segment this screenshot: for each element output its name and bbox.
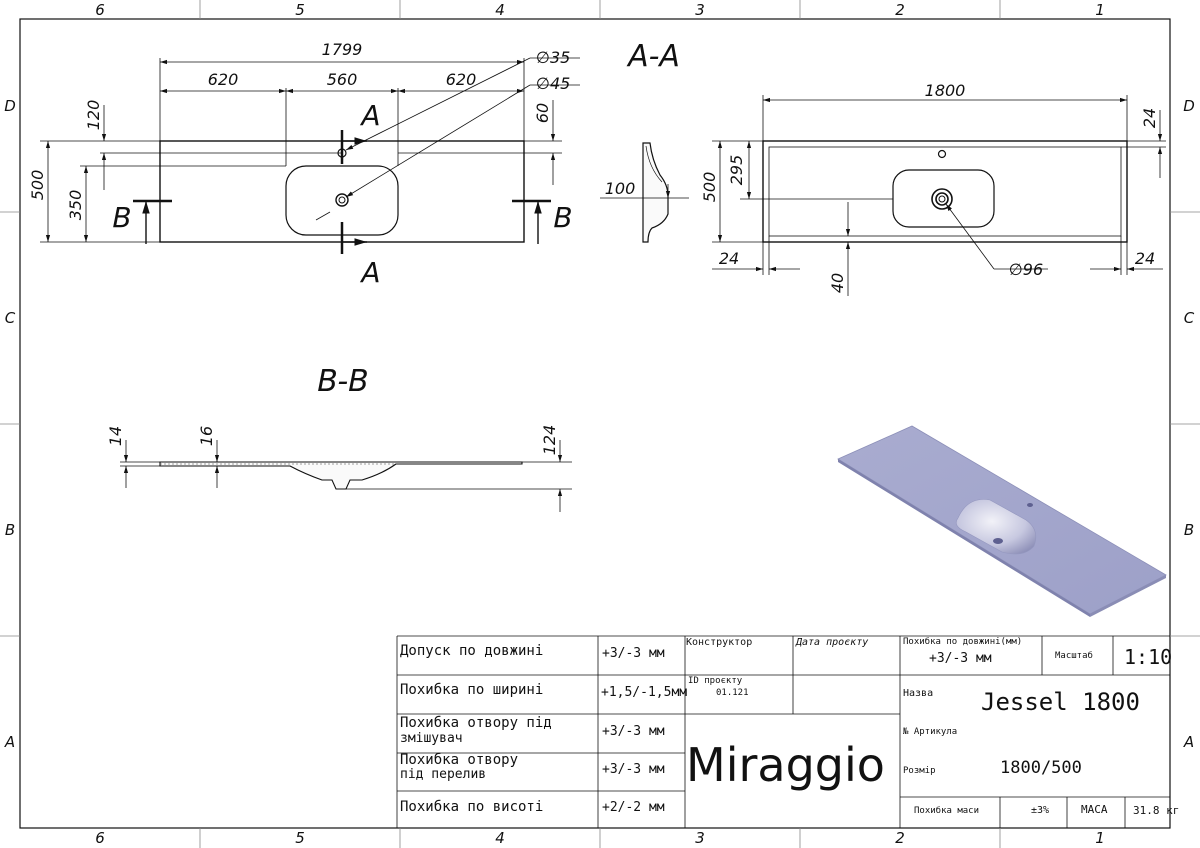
column-label: 4 bbox=[495, 829, 505, 847]
section-b-labels: 14 16 124 bbox=[106, 425, 559, 456]
row-label: A bbox=[4, 733, 15, 751]
bottom-top-lip-dim: 24 bbox=[1140, 108, 1159, 128]
bottom-bowl bbox=[892, 169, 995, 228]
section-b-mark: B bbox=[112, 201, 131, 234]
scale-label: Масштаб bbox=[1055, 651, 1093, 661]
size-label: Розмір bbox=[903, 766, 936, 776]
segment-right-dim: 620 bbox=[446, 70, 477, 89]
column-label: 5 bbox=[295, 1, 305, 19]
product-name: Jessel 1800 bbox=[981, 688, 1140, 716]
tolerance-label: Похибка по висоті bbox=[400, 799, 544, 815]
edge-thickness-dim: 14 bbox=[106, 426, 125, 446]
tolerance-label: під перелив bbox=[400, 767, 487, 782]
row-label: D bbox=[4, 97, 16, 115]
tolerance-label: Похибка отвору bbox=[400, 752, 519, 768]
article-label: № Артикула bbox=[903, 727, 958, 737]
column-label: 2 bbox=[895, 1, 905, 19]
project-id-label: ID проєкту bbox=[688, 676, 743, 686]
column-label: 4 bbox=[495, 1, 505, 19]
overall-length-dim: 1799 bbox=[322, 40, 363, 59]
tolerance-value: +3/-3 мм bbox=[602, 646, 665, 661]
bottom-bowl-offset-dim: 295 bbox=[727, 155, 746, 186]
project-id: 01.121 bbox=[716, 688, 749, 698]
edge-offset-dim: 60 bbox=[533, 103, 552, 123]
drain-hole bbox=[335, 193, 349, 207]
date-label: Дата проєкту bbox=[796, 637, 869, 648]
row-label: A bbox=[1183, 733, 1194, 751]
plan-view bbox=[40, 57, 580, 254]
bottom-rib-dim: 40 bbox=[828, 273, 847, 293]
bottom-length-dim: 1800 bbox=[925, 81, 966, 100]
size-value: 1800/500 bbox=[1000, 758, 1082, 778]
sheet-frame bbox=[19, 18, 1171, 829]
inner-thickness-dim: 16 bbox=[197, 426, 216, 446]
bottom-depth-dim: 500 bbox=[700, 172, 719, 203]
plan-labels: 1799 620 560 620 ∅35 ∅45 120 60 500 350 … bbox=[28, 40, 573, 289]
section-b-mark: B bbox=[553, 201, 572, 234]
length-error-value: +3/-3 мм bbox=[929, 651, 992, 666]
column-label: 6 bbox=[95, 1, 105, 19]
bottom-outline bbox=[762, 140, 1128, 243]
section-a-depth-dim: 100 bbox=[605, 179, 636, 198]
section-b-title: B-B bbox=[317, 364, 368, 399]
brand-logo-text: Miraggio bbox=[686, 738, 885, 792]
bottom-view bbox=[712, 95, 1166, 296]
mass-label: МАСА bbox=[1081, 803, 1108, 816]
tolerance-label: змішувач bbox=[400, 731, 463, 746]
mass-value: 31.8 кг bbox=[1133, 804, 1180, 817]
designer-label: Конструктор bbox=[686, 637, 753, 648]
section-b-view bbox=[120, 440, 572, 512]
section-a-title: A-A bbox=[626, 39, 680, 74]
tolerance-value: +1,5/-1,5мм bbox=[601, 685, 688, 700]
bowl-offset-dim: 350 bbox=[66, 190, 85, 221]
section-a-mark: A bbox=[359, 256, 380, 289]
row-label: C bbox=[1184, 309, 1195, 327]
length-error-label: Похибка по довжині(мм) bbox=[903, 637, 1023, 647]
scale-value: 1:10 bbox=[1124, 645, 1173, 669]
bottom-faucet-hole bbox=[937, 149, 947, 159]
segment-middle-dim: 560 bbox=[327, 70, 358, 89]
column-label: 3 bbox=[695, 1, 705, 19]
isometric-render bbox=[837, 425, 1167, 617]
row-label: B bbox=[5, 521, 15, 539]
title-block-grid bbox=[396, 635, 1170, 828]
section-a-mark: A bbox=[359, 99, 380, 132]
column-label: 1 bbox=[1095, 829, 1105, 847]
name-label: Назва bbox=[903, 688, 934, 699]
column-label: 2 bbox=[895, 829, 905, 847]
faucet-hole-dim: ∅35 bbox=[536, 48, 570, 67]
column-label: 3 bbox=[695, 829, 705, 847]
tolerance-label: Похибка отвору під bbox=[400, 715, 552, 731]
faucet-offset-dim: 120 bbox=[84, 100, 103, 131]
segment-left-dim: 620 bbox=[208, 70, 239, 89]
bottom-view-labels: 1800 500 295 24 24 24 40 ∅96 bbox=[700, 81, 1159, 293]
drain-hole-dim: ∅45 bbox=[536, 74, 570, 93]
tolerance-value: +2/-2 мм bbox=[602, 800, 665, 815]
mass-error-value: ±3% bbox=[1031, 805, 1050, 816]
section-a-view bbox=[600, 142, 689, 243]
tolerance-label: Похибка по ширині bbox=[400, 682, 544, 698]
column-label: 1 bbox=[1095, 1, 1105, 19]
column-label: 6 bbox=[95, 829, 105, 847]
zone-labels: 6 5 4 3 2 1 6 5 4 3 2 1 D C B A D C B A bbox=[4, 1, 1195, 847]
column-label: 5 bbox=[295, 829, 305, 847]
mass-error-label: Похибка маси bbox=[914, 806, 980, 816]
bottom-drain-dim: ∅96 bbox=[1009, 260, 1043, 279]
bottom-left-lip-dim: 24 bbox=[719, 249, 739, 268]
tolerance-label: Допуск по довжині bbox=[400, 643, 544, 659]
tolerance-value: +3/-3 мм bbox=[602, 724, 665, 739]
tolerance-value: +3/-3 мм bbox=[602, 762, 665, 777]
bottom-right-lip-dim: 24 bbox=[1135, 249, 1155, 268]
bottom-drain bbox=[931, 188, 953, 210]
row-label: D bbox=[1183, 97, 1195, 115]
row-label: B bbox=[1184, 521, 1194, 539]
row-label: C bbox=[5, 309, 16, 327]
depth-dim: 500 bbox=[28, 170, 47, 201]
total-height-dim: 124 bbox=[540, 425, 559, 456]
